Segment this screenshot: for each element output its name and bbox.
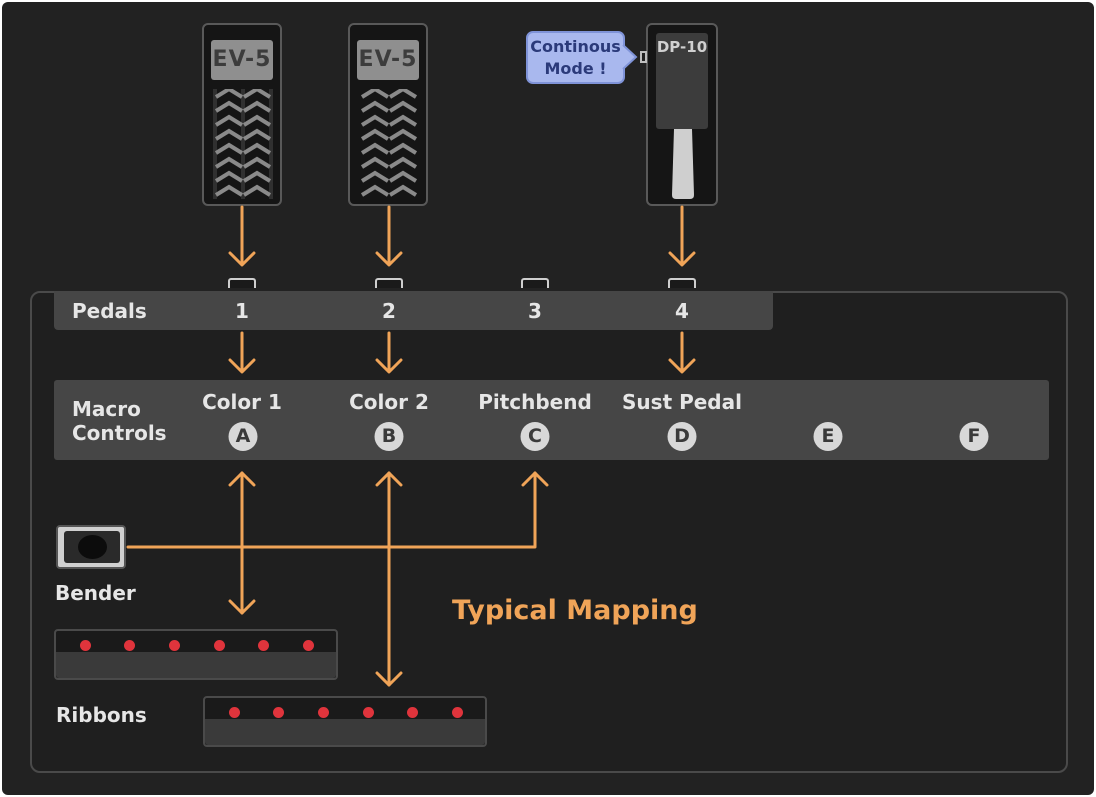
ev5-badge-1: EV-5 — [211, 40, 273, 80]
callout-pointer-icon — [622, 44, 638, 70]
pedal-slot-4: 4 — [675, 299, 689, 323]
bender-device[interactable] — [56, 525, 126, 569]
pedal-jack-4 — [668, 278, 696, 288]
dp10-pedal: DP-10 — [646, 23, 718, 206]
pedal-jack-3 — [521, 278, 549, 288]
tread-icon — [213, 89, 273, 199]
macro-letter-a[interactable]: A — [228, 422, 258, 451]
dp10-top: DP-10 — [656, 33, 708, 129]
typical-mapping-title: Typical Mapping — [452, 595, 698, 626]
ribbon-led — [303, 640, 314, 651]
ribbon-led — [363, 707, 374, 718]
ev5-badge-2: EV-5 — [357, 40, 419, 80]
ribbon-led — [80, 640, 91, 651]
macro-controls-title: Macro Controls — [72, 397, 167, 445]
macro-letter-c[interactable]: C — [520, 422, 550, 451]
ribbon-led — [124, 640, 135, 651]
pedals-label: Pedals — [72, 299, 147, 323]
dp10-connector-icon — [640, 51, 647, 63]
bender-label: Bender — [55, 581, 136, 605]
pedal-slot-1: 1 — [235, 299, 249, 323]
macro-letter-b[interactable]: B — [374, 422, 404, 451]
bender-recess — [64, 531, 120, 563]
pedal-slot-2: 2 — [382, 299, 396, 323]
callout-line1: Continous — [530, 37, 621, 56]
ribbon-1[interactable] — [54, 629, 338, 680]
ribbons-label: Ribbons — [56, 703, 147, 727]
ribbon-led — [452, 707, 463, 718]
macro-letter-f[interactable]: F — [959, 422, 989, 451]
ribbon-led — [258, 640, 269, 651]
arrow-bender-to-c — [126, 471, 537, 549]
ev5-pedal-1: EV-5 — [202, 23, 282, 206]
ribbon-strip — [56, 652, 336, 678]
macro-title-line2: Controls — [72, 421, 167, 445]
macro-name-c: Pitchbend — [478, 390, 592, 414]
pedal-slot-3: 3 — [528, 299, 542, 323]
dp10-badge: DP-10 — [656, 38, 708, 56]
ribbon-led — [407, 707, 418, 718]
ribbon-led — [318, 707, 329, 718]
ribbon-led — [214, 640, 225, 651]
macro-controls-bar — [54, 380, 1049, 460]
macro-name-d: Sust Pedal — [622, 390, 742, 414]
callout-line2: Mode ! — [544, 59, 607, 78]
pedal-jack-2 — [375, 278, 403, 288]
continuous-mode-callout: Continous Mode ! — [526, 31, 625, 84]
macro-title-line1: Macro — [72, 397, 141, 421]
macro-letter-e[interactable]: E — [813, 422, 843, 451]
macro-letter-d[interactable]: D — [667, 422, 697, 451]
pedal-jack-1 — [228, 278, 256, 288]
macro-name-b: Color 2 — [349, 390, 429, 414]
pedal-shaft-icon — [672, 129, 694, 199]
ribbon-led — [169, 640, 180, 651]
tread-icon — [360, 89, 418, 197]
ribbon-strip — [205, 719, 485, 745]
ribbon-led — [229, 707, 240, 718]
keyboard-panel — [30, 291, 1068, 773]
ev5-pedal-2: EV-5 — [348, 23, 428, 206]
ribbon-led — [273, 707, 284, 718]
pedals-bar — [54, 291, 773, 330]
macro-name-a: Color 1 — [202, 390, 282, 414]
bender-knob-icon — [78, 535, 107, 559]
ribbon-2[interactable] — [203, 696, 487, 747]
